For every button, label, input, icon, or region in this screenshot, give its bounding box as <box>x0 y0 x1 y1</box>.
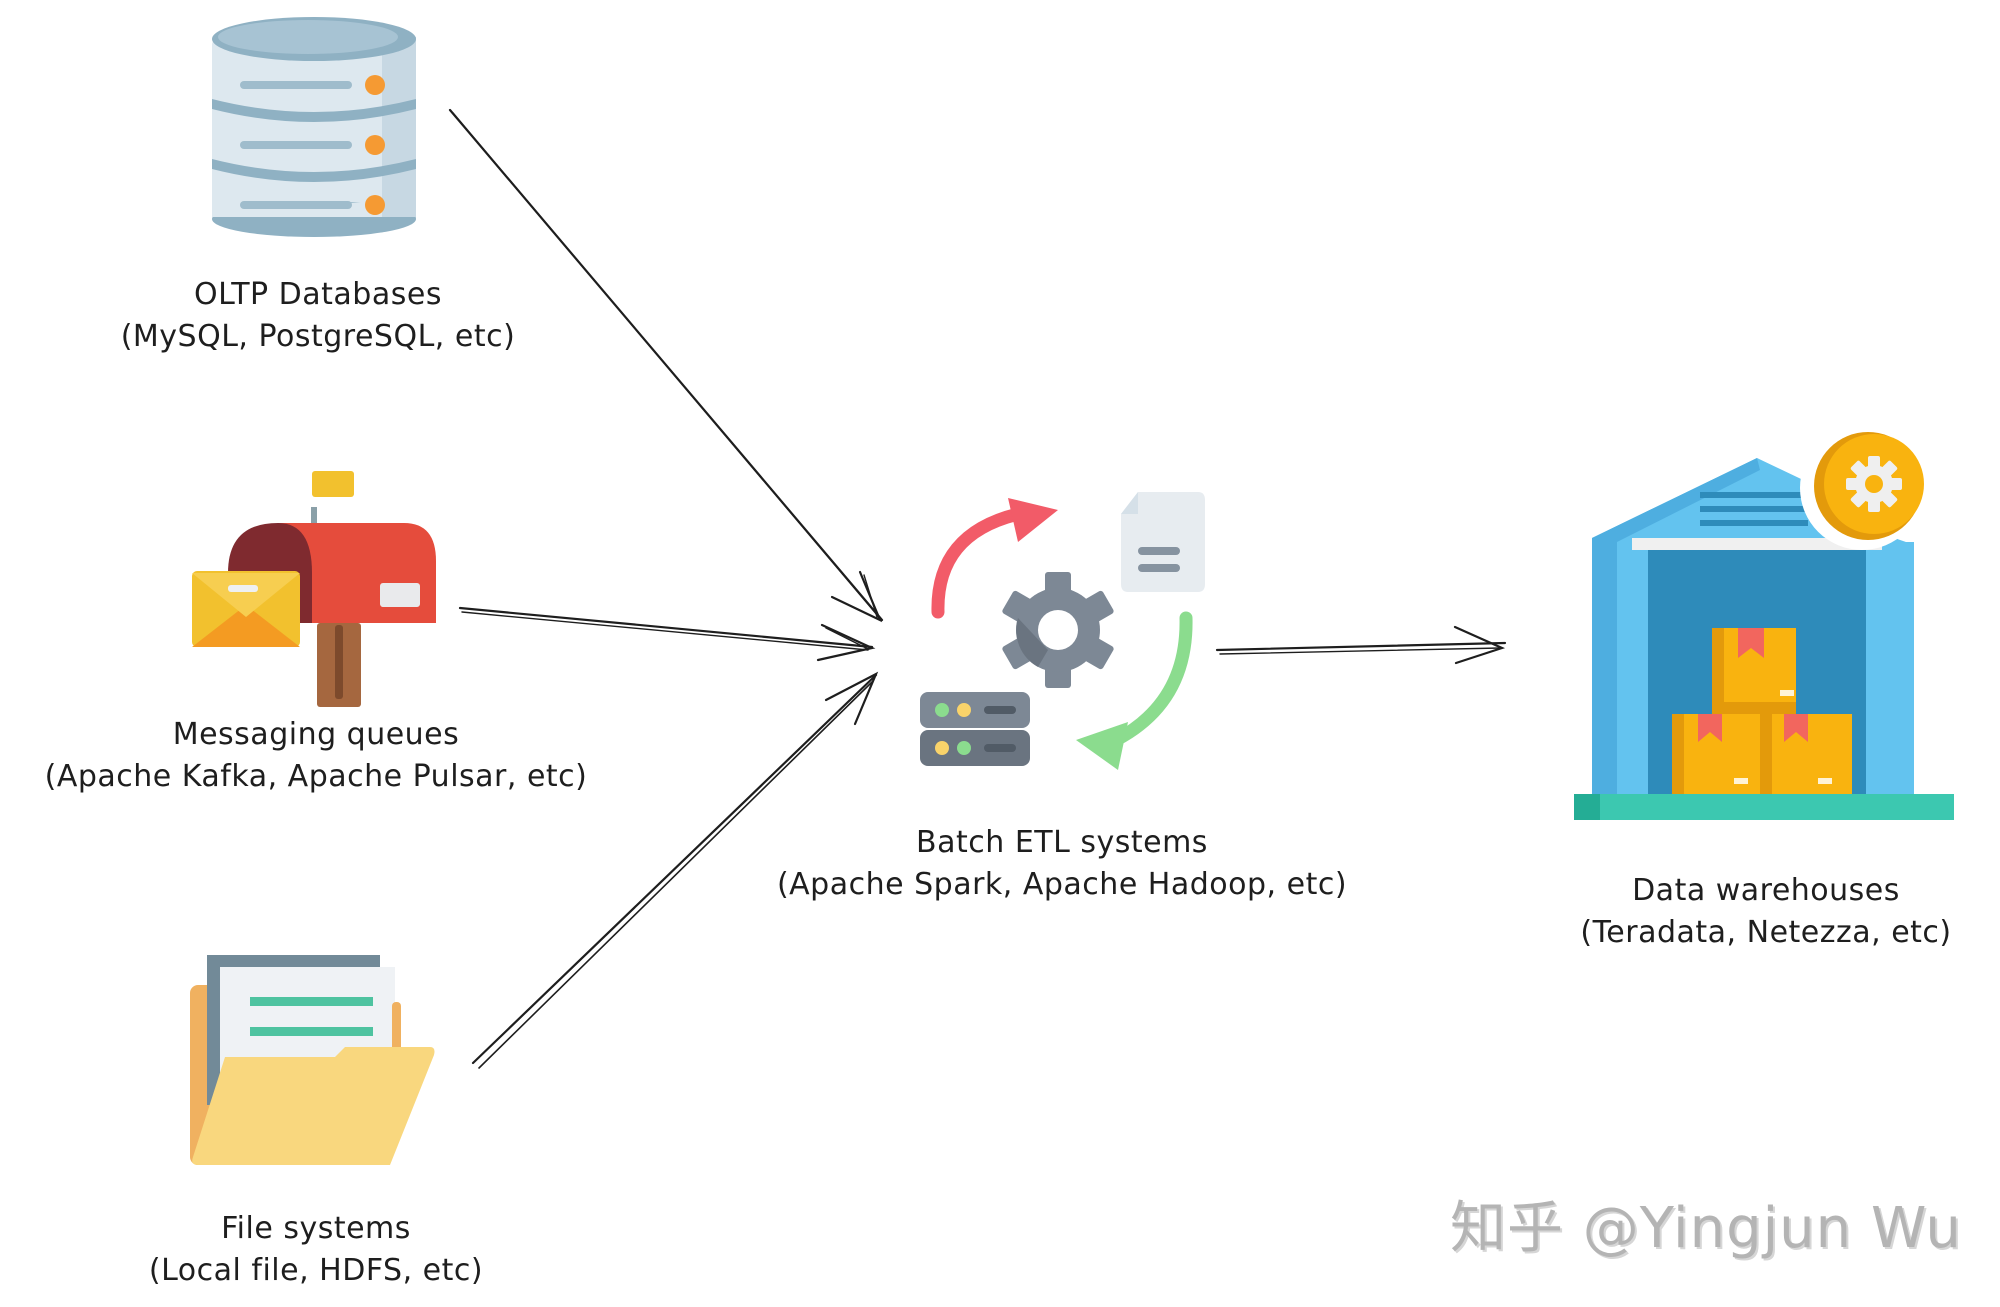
floor <box>1574 794 1954 820</box>
folder-icon <box>190 955 435 1165</box>
node-subtitle: (Apache Kafka, Apache Pulsar, etc) <box>44 759 588 794</box>
label-messaging: Messaging queues (Apache Kafka, Apache P… <box>45 714 588 798</box>
envelope-icon <box>192 571 300 647</box>
gear-badge-icon <box>1800 426 1924 550</box>
node-subtitle: (MySQL, PostgreSQL, etc) <box>120 319 516 354</box>
arrow-fs-to-etl <box>471 671 879 1069</box>
arrow-oltp-to-etl <box>448 108 884 623</box>
node-file-systems[interactable] <box>190 955 440 1174</box>
database-icon <box>212 17 416 237</box>
node-subtitle: (Local file, HDFS, etc) <box>148 1253 484 1288</box>
etl-cycle-icon <box>920 492 1205 770</box>
label-file-systems: File systems (Local file, HDFS, etc) <box>149 1208 483 1292</box>
arrow-etl-to-dw <box>1215 625 1507 665</box>
node-title: Data warehouses <box>1632 873 1900 908</box>
cycle-arrow-red-icon <box>931 507 1025 619</box>
node-data-warehouses[interactable] <box>1562 426 1954 826</box>
node-subtitle: (Apache Spark, Apache Hadoop, etc) <box>776 867 1348 902</box>
watermark: 知乎 @Yingjun Wu <box>1450 1196 1962 1261</box>
node-title: OLTP Databases <box>194 277 442 312</box>
boxes-icon <box>1672 628 1852 798</box>
arrow-mq-to-etl <box>458 606 876 662</box>
label-batch-etl: Batch ETL systems (Apache Spark, Apache … <box>777 822 1347 906</box>
node-subtitle: (Teradata, Netezza, etc) <box>1580 915 1952 950</box>
server-icon <box>920 692 1030 766</box>
gear-icon <box>1002 572 1114 688</box>
label-oltp: OLTP Databases (MySQL, PostgreSQL, etc) <box>121 274 516 358</box>
node-title: Messaging queues <box>172 717 460 752</box>
node-messaging-queues[interactable] <box>192 465 442 714</box>
node-title: File systems <box>221 1211 411 1246</box>
node-oltp-databases[interactable] <box>212 17 416 243</box>
node-title: Batch ETL systems <box>916 825 1208 860</box>
document-icon <box>1121 492 1205 592</box>
cycle-arrow-green-icon <box>1109 611 1193 747</box>
warehouse-icon <box>1574 426 1954 820</box>
label-data-warehouses: Data warehouses (Teradata, Netezza, etc) <box>1580 870 1951 954</box>
node-batch-etl[interactable] <box>918 492 1205 776</box>
mailbox-icon <box>192 471 436 707</box>
